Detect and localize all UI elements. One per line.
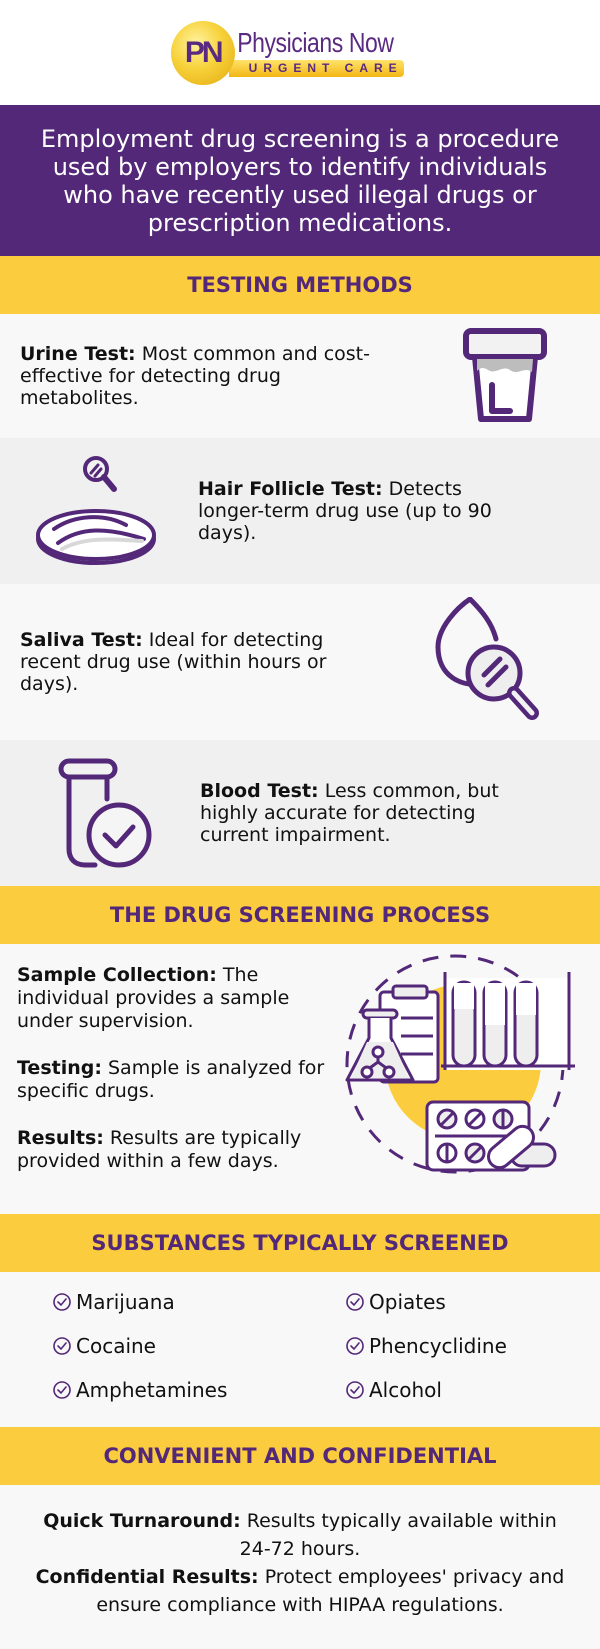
- convenient-section: Quick Turnaround: Results typically avai…: [0, 1485, 600, 1649]
- intro-text: Employment drug screening is a procedure…: [40, 124, 560, 237]
- method-desc: Less common, but highly accurate for det…: [200, 780, 499, 846]
- step-title: Testing:: [17, 1057, 102, 1079]
- testing-methods-heading: TESTING METHODS: [0, 256, 600, 314]
- substances-list: Marijuana Cocaine Amphetamines Opiates P…: [0, 1272, 600, 1427]
- substance-item: Cocaine: [52, 1334, 156, 1358]
- method-hair-follicle: Hair Follicle Test: Detects longer-term …: [0, 438, 600, 584]
- physicians-now-logo: PN Physicians Now URGENT CARE: [170, 20, 430, 85]
- method-title: Hair Follicle Test:: [198, 478, 383, 500]
- method-title: Blood Test:: [200, 780, 319, 802]
- droplet-magnifier-icon: [420, 597, 550, 727]
- petri-dish-magnifier-icon: [28, 453, 168, 569]
- logo-name: Physicians Now: [236, 26, 394, 58]
- logo-tagline: URGENT CARE: [228, 59, 404, 77]
- method-desc: Detects longer-term drug use (up to 90 d…: [198, 478, 492, 544]
- test-tube-check-icon: [50, 757, 160, 869]
- step-desc: The individual provides a sample under s…: [17, 964, 290, 1032]
- quick-turnaround-item: Quick Turnaround: Results typically avai…: [43, 1510, 557, 1560]
- method-desc: Ideal for detecting recent drug use (wit…: [20, 629, 327, 695]
- header-logo-area: PN Physicians Now URGENT CARE: [0, 0, 600, 105]
- process-step-sample-collection: Sample Collection: The individual provid…: [17, 964, 337, 1033]
- check-circle-icon: [53, 1381, 71, 1399]
- check-circle-icon: [346, 1337, 364, 1355]
- substance-item: Phencyclidine: [345, 1334, 507, 1358]
- step-title: Results:: [17, 1127, 104, 1149]
- step-desc: Sample is analyzed for specific drugs.: [17, 1057, 325, 1102]
- process-heading: THE DRUG SCREENING PROCESS: [0, 886, 600, 944]
- check-circle-icon: [53, 1337, 71, 1355]
- confidential-results-item: Confidential Results: Protect employees'…: [35, 1566, 565, 1616]
- substance-item: Opiates: [345, 1290, 446, 1314]
- substance-item: Amphetamines: [52, 1378, 227, 1402]
- check-circle-icon: [346, 1381, 364, 1399]
- step-title: Sample Collection:: [17, 964, 217, 986]
- convenient-heading: CONVENIENT AND CONFIDENTIAL: [0, 1427, 600, 1485]
- substances-heading: SUBSTANCES TYPICALLY SCREENED: [0, 1214, 600, 1272]
- check-circle-icon: [346, 1293, 364, 1311]
- urine-cup-icon: [450, 327, 560, 425]
- process-step-results: Results: Results are typically provided …: [17, 1127, 337, 1173]
- step-desc: Results are typically provided within a …: [17, 1127, 302, 1172]
- method-desc: Most common and cost-effective for detec…: [20, 343, 370, 409]
- check-circle-icon: [53, 1293, 71, 1311]
- logo-monogram: PN: [170, 20, 235, 85]
- method-blood: Blood Test: Less common, but highly accu…: [0, 740, 600, 886]
- method-urine: Urine Test: Most common and cost-effecti…: [0, 314, 600, 438]
- method-title: Urine Test:: [20, 343, 136, 365]
- substance-item: Alcohol: [345, 1378, 442, 1402]
- intro-banner: Employment drug screening is a procedure…: [0, 105, 600, 256]
- substance-item: Marijuana: [52, 1290, 175, 1314]
- process-step-testing: Testing: Sample is analyzed for specific…: [17, 1057, 337, 1103]
- lab-equipment-illustration: [335, 952, 585, 1186]
- method-saliva: Saliva Test: Ideal for detecting recent …: [0, 584, 600, 740]
- process-section: Sample Collection: The individual provid…: [0, 944, 600, 1214]
- method-title: Saliva Test:: [20, 629, 143, 651]
